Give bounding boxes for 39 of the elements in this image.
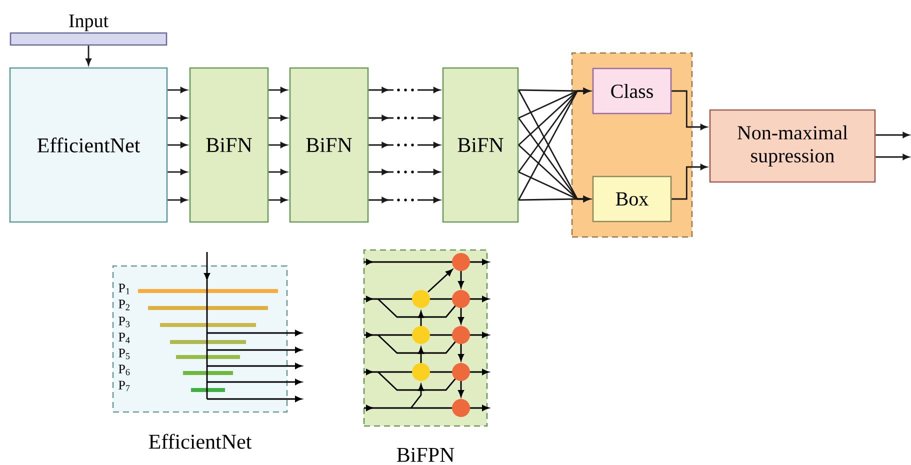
arrow — [368, 142, 440, 148]
process-box: Non-maximal supression — [709, 109, 876, 183]
arrow — [268, 197, 288, 203]
arrow — [268, 115, 288, 121]
arrow — [368, 169, 440, 175]
arrow — [86, 46, 92, 66]
level-label: P$_{1}$ — [118, 284, 130, 294]
panel-caption: EfficientNet — [148, 434, 252, 449]
arrow — [876, 154, 910, 160]
arrow — [368, 115, 440, 121]
input-bar: Input — [10, 14, 168, 46]
arrow — [168, 115, 188, 121]
arrow — [168, 197, 188, 203]
arrow — [168, 142, 188, 148]
level-label: P$_{7}$ — [118, 380, 130, 392]
panel-caption: BiFPN — [396, 448, 454, 462]
process-box: EfficientNet — [9, 67, 168, 223]
arrow — [876, 132, 910, 138]
level-label: P$_{6}$ — [118, 364, 130, 376]
process-box: BiFN — [189, 67, 269, 223]
arrow — [268, 87, 288, 93]
arrow — [518, 196, 590, 202]
process-box: Class — [592, 68, 672, 114]
level-label: P$_{4}$ — [118, 332, 130, 344]
process-box: BiFN — [442, 67, 519, 223]
arrow — [268, 142, 288, 148]
level-label: P$_{5}$ — [118, 348, 130, 360]
arrow — [268, 169, 288, 175]
arrow — [368, 87, 440, 93]
arrow — [168, 169, 188, 175]
arrow — [168, 87, 188, 93]
arrow — [368, 197, 440, 203]
arrow — [672, 164, 708, 200]
level-label: P$_{3}$ — [118, 316, 130, 328]
level-label: P$_{2}$ — [118, 300, 130, 310]
process-box: BiFN — [289, 67, 369, 223]
node-label: Input — [69, 14, 108, 32]
process-box: Box — [592, 176, 672, 222]
arrow — [672, 90, 708, 130]
